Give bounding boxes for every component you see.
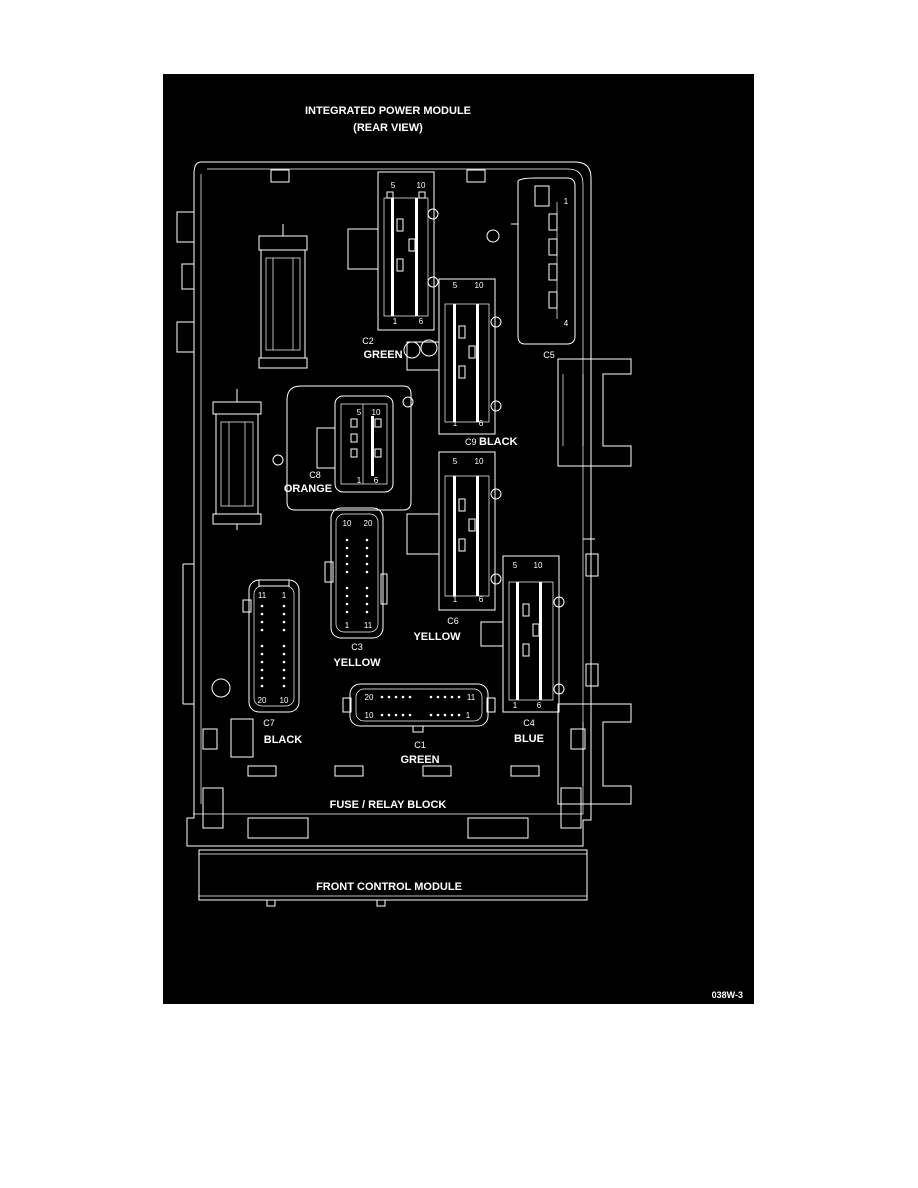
connector-c4: 5 10 1 6 C4 BLUE bbox=[480, 555, 565, 745]
c4-pin-1: 1 bbox=[513, 701, 518, 710]
c1-color: GREEN bbox=[400, 754, 439, 766]
c3-pin-20: 20 bbox=[364, 519, 373, 528]
c4-id: C4 bbox=[523, 718, 535, 728]
c1-pin-20: 20 bbox=[365, 693, 374, 702]
c4-pin-5: 5 bbox=[513, 561, 518, 570]
c3-pin-dots bbox=[345, 538, 369, 614]
c2-pin-5: 5 bbox=[391, 181, 396, 190]
c3-id: C3 bbox=[351, 642, 363, 652]
c7-id: C7 bbox=[263, 718, 275, 728]
ipm-diagram: INTEGRATED POWER MODULE (REAR VIEW) bbox=[163, 74, 754, 1004]
c7-pin-10: 10 bbox=[280, 696, 289, 705]
c2-pin-1: 1 bbox=[393, 317, 398, 326]
figure-code: 038W-3 bbox=[712, 990, 743, 1000]
diagram-subtitle: (REAR VIEW) bbox=[353, 122, 423, 134]
c6-color: YELLOW bbox=[413, 631, 461, 643]
front-control-module: FRONT CONTROL MODULE bbox=[198, 849, 588, 907]
connector-c2: 5 10 1 6 C2 GREEN bbox=[347, 171, 439, 361]
c6-id: C6 bbox=[447, 616, 459, 626]
c8-id: C8 bbox=[309, 470, 321, 480]
c2-pin-6: 6 bbox=[419, 317, 424, 326]
connector-c1: 20 11 10 1 C1 GREEN bbox=[342, 683, 496, 766]
c2-color: GREEN bbox=[363, 349, 402, 361]
relay-upper bbox=[258, 224, 308, 369]
connector-c3: 10 20 1 11 C3 YELLOW bbox=[324, 507, 388, 669]
c6-pin-1: 1 bbox=[453, 595, 458, 604]
c4-pin-6: 6 bbox=[537, 701, 542, 710]
c2-pin-10: 10 bbox=[417, 181, 426, 190]
c6-pin-5: 5 bbox=[453, 457, 458, 466]
c7-color: BLACK bbox=[264, 734, 303, 746]
diagram-title: INTEGRATED POWER MODULE bbox=[305, 105, 471, 117]
c7-pin-11: 11 bbox=[258, 591, 267, 600]
c8-color: ORANGE bbox=[284, 483, 332, 495]
c3-pin-10: 10 bbox=[343, 519, 352, 528]
c8-pin-5: 5 bbox=[357, 408, 362, 417]
c4-pin-10: 10 bbox=[534, 561, 543, 570]
c3-pin-11: 11 bbox=[364, 621, 373, 630]
c4-color: BLUE bbox=[514, 733, 544, 745]
c7-pin-20: 20 bbox=[258, 696, 267, 705]
c5-pin-4: 4 bbox=[564, 319, 569, 328]
c3-color: YELLOW bbox=[333, 657, 381, 669]
ipm-diagram-svg: INTEGRATED POWER MODULE (REAR VIEW) bbox=[176, 105, 743, 1000]
c1-id: C1 bbox=[414, 740, 426, 750]
c9-id: C9 bbox=[465, 437, 477, 447]
c5-pin-1: 1 bbox=[564, 197, 569, 206]
c7-pin-dots bbox=[260, 604, 286, 688]
c8-pin-1: 1 bbox=[357, 476, 362, 485]
c2-id: C2 bbox=[362, 336, 374, 346]
c9-pin-6: 6 bbox=[479, 419, 484, 428]
c9-pin-5: 5 bbox=[453, 281, 458, 290]
module-housing bbox=[176, 161, 632, 847]
c5-id: C5 bbox=[543, 350, 555, 360]
c1-pin-11: 11 bbox=[467, 693, 476, 702]
c7-pin-1: 1 bbox=[282, 591, 287, 600]
c9-pin-10: 10 bbox=[475, 281, 484, 290]
c6-pin-10: 10 bbox=[475, 457, 484, 466]
connector-c5: 1 4 C5 bbox=[511, 177, 576, 360]
c1-pin-dots bbox=[380, 695, 461, 717]
c8-pin-6: 6 bbox=[374, 476, 379, 485]
c9-pin-1: 1 bbox=[453, 419, 458, 428]
fuse-relay-block-label: FUSE / RELAY BLOCK bbox=[330, 799, 447, 811]
connector-c6: 5 10 1 6 C6 YELLOW bbox=[406, 451, 502, 643]
c9-color: BLACK bbox=[479, 436, 518, 448]
c8-pin-10: 10 bbox=[372, 408, 381, 417]
front-control-module-label: FRONT CONTROL MODULE bbox=[316, 881, 462, 893]
c1-pin-1: 1 bbox=[466, 711, 471, 720]
connector-c9: 5 10 1 6 C9 BLACK bbox=[406, 278, 518, 448]
connector-c8: 5 10 1 6 C8 ORANGE bbox=[284, 385, 414, 511]
c6-pin-6: 6 bbox=[479, 595, 484, 604]
c1-pin-10: 10 bbox=[365, 711, 374, 720]
c3-pin-1: 1 bbox=[345, 621, 350, 630]
relay-lower bbox=[212, 389, 262, 530]
connector-c7: 11 1 20 10 C7 BLACK bbox=[242, 579, 303, 746]
